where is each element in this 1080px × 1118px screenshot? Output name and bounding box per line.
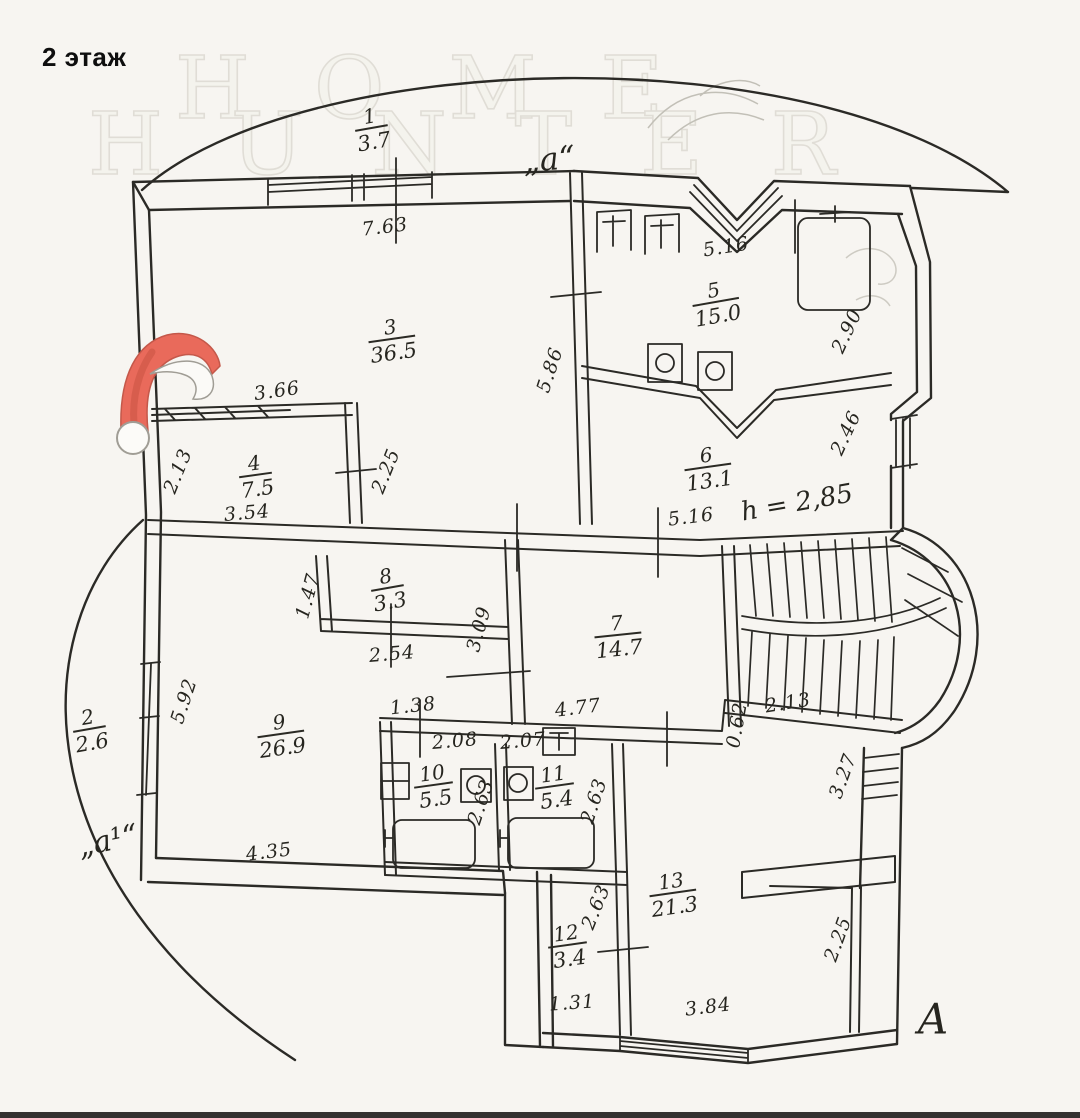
stairs	[741, 536, 963, 721]
room4-walls	[151, 402, 363, 524]
watermark-bird-icon	[647, 79, 897, 307]
axis-label-a-top: „a“	[521, 137, 577, 181]
middle-wall	[147, 519, 904, 557]
room-area: 7.5	[239, 474, 276, 504]
santa-hat-icon	[116, 332, 221, 455]
stair-bay-wall	[889, 526, 979, 750]
window-bottom-384	[619, 1036, 749, 1064]
radiator-icon-a	[596, 209, 632, 253]
bathtub-room10	[384, 819, 476, 869]
window-top-left	[267, 171, 433, 206]
stairs-lower-treads	[747, 631, 895, 721]
stairs-mid-rail	[741, 597, 947, 637]
window-right-246	[890, 414, 918, 469]
dim-room12-bottom: 1.31	[548, 990, 596, 1016]
dim-room4-bottom: 3.54	[222, 500, 272, 526]
stairs-winders	[901, 547, 963, 637]
axis-label-A-bottom: А	[917, 994, 949, 1044]
room13-wardrobe	[741, 855, 896, 899]
exterior-walls	[64, 76, 1010, 1065]
room-area: 14.7	[594, 634, 644, 664]
wall-room5-room6	[581, 365, 892, 439]
bathtub-room5	[797, 205, 871, 311]
corridor-wall	[504, 539, 526, 725]
radiator-icon-b	[644, 213, 680, 255]
room12-room13-walls	[384, 861, 632, 1036]
window-bay-chevron	[689, 184, 783, 243]
toilet-room5-a	[647, 343, 683, 383]
dim-room8-bottom: 2.54	[367, 641, 417, 667]
scan-bottom-edge	[0, 1112, 1080, 1118]
sink-room10	[380, 762, 410, 800]
sink-room11	[542, 727, 576, 756]
windows	[136, 171, 918, 1064]
stairs-upper-treads	[749, 536, 893, 623]
bathtub-room11	[499, 817, 595, 869]
floor-title: 2 этаж	[42, 42, 127, 72]
room13-closet-wall	[769, 885, 862, 1033]
toilet-room11	[503, 766, 534, 801]
stairwell-left-wall	[721, 545, 742, 727]
hat-pompom	[116, 421, 150, 455]
dim-room10-top: 2.08	[430, 728, 480, 754]
toilet-room10	[460, 768, 492, 803]
balcony1-arc	[140, 76, 1010, 194]
wall-room3-room5	[569, 172, 593, 525]
balcony2-arc	[64, 518, 297, 1062]
room8-walls	[315, 555, 509, 640]
dim-room11-top: 2.07	[498, 728, 548, 754]
toilet-room5-b	[697, 351, 733, 391]
room7-bottom-wall	[379, 699, 903, 745]
window-right-327	[861, 753, 900, 800]
fixtures	[380, 205, 871, 869]
door-ticks	[335, 157, 796, 953]
window-left-592	[136, 661, 161, 796]
interior-walls	[147, 172, 904, 1036]
